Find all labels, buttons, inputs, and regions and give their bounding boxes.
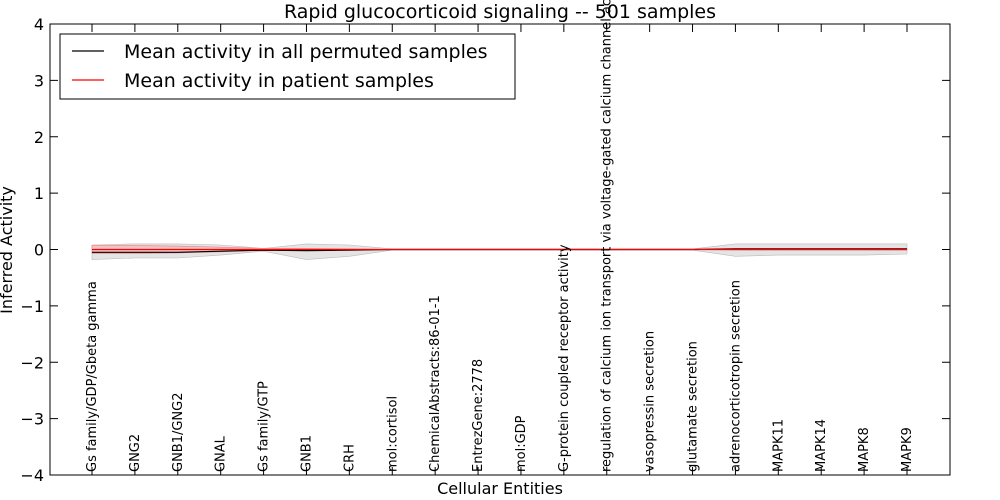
y-tick-label: −4 — [20, 466, 44, 485]
category-label: MAPK14 — [814, 419, 829, 472]
category-label: G-protein coupled receptor activity — [557, 244, 572, 472]
legend: Mean activity in all permuted samples Me… — [59, 33, 516, 100]
y-tick-label: 0 — [34, 241, 44, 260]
x-axis-label: Cellular Entities — [437, 479, 563, 498]
y-axis-label: Inferred Activity — [0, 186, 16, 314]
category-label: ChemicalAbstracts:86-01-1 — [428, 295, 443, 472]
category-label: CRH — [342, 444, 357, 472]
y-tick-label: 2 — [34, 128, 44, 147]
category-label: mol:cortisol — [385, 396, 400, 472]
category-label: MAPK11 — [771, 419, 786, 472]
axis-ticks: −4 −3 −2 −1 0 1 2 3 4 — [20, 15, 950, 485]
category-label: GNB1/GNG2 — [171, 392, 186, 472]
category-label: vasopressin secretion — [643, 331, 658, 472]
category-label: Gs family/GTP — [257, 381, 272, 472]
category-label: glutamate secretion — [686, 341, 701, 472]
category-label: EntrezGene:2778 — [471, 359, 486, 472]
confidence-band-permuted — [91, 243, 908, 260]
series-lines — [92, 248, 907, 253]
y-tick-label: 1 — [34, 184, 44, 203]
y-tick-label: −1 — [20, 297, 44, 316]
y-tick-label: −2 — [20, 353, 44, 372]
y-tick-label: −3 — [20, 410, 44, 429]
category-label: GNG2 — [128, 434, 143, 472]
category-label: GNB1 — [299, 435, 314, 472]
category-label: GNAL — [214, 435, 229, 472]
legend-box — [59, 33, 516, 100]
category-label: MAPK8 — [857, 427, 872, 472]
category-label: Gs family/GDP/Gbeta gamma — [85, 281, 100, 472]
legend-label-patient: Mean activity in patient samples — [124, 70, 434, 92]
legend-label-permuted: Mean activity in all permuted samples — [124, 41, 487, 63]
y-tick-label: 3 — [34, 71, 44, 90]
category-label: adrenocorticotropin secretion — [728, 280, 743, 472]
category-label: mol:GDP — [514, 415, 529, 472]
y-tick-label: 4 — [34, 15, 44, 34]
category-label: regulation of calcium ion transport via … — [600, 0, 615, 472]
category-label: MAPK9 — [900, 427, 915, 472]
chart-title: Rapid glucocorticoid signaling -- 501 sa… — [284, 1, 716, 23]
